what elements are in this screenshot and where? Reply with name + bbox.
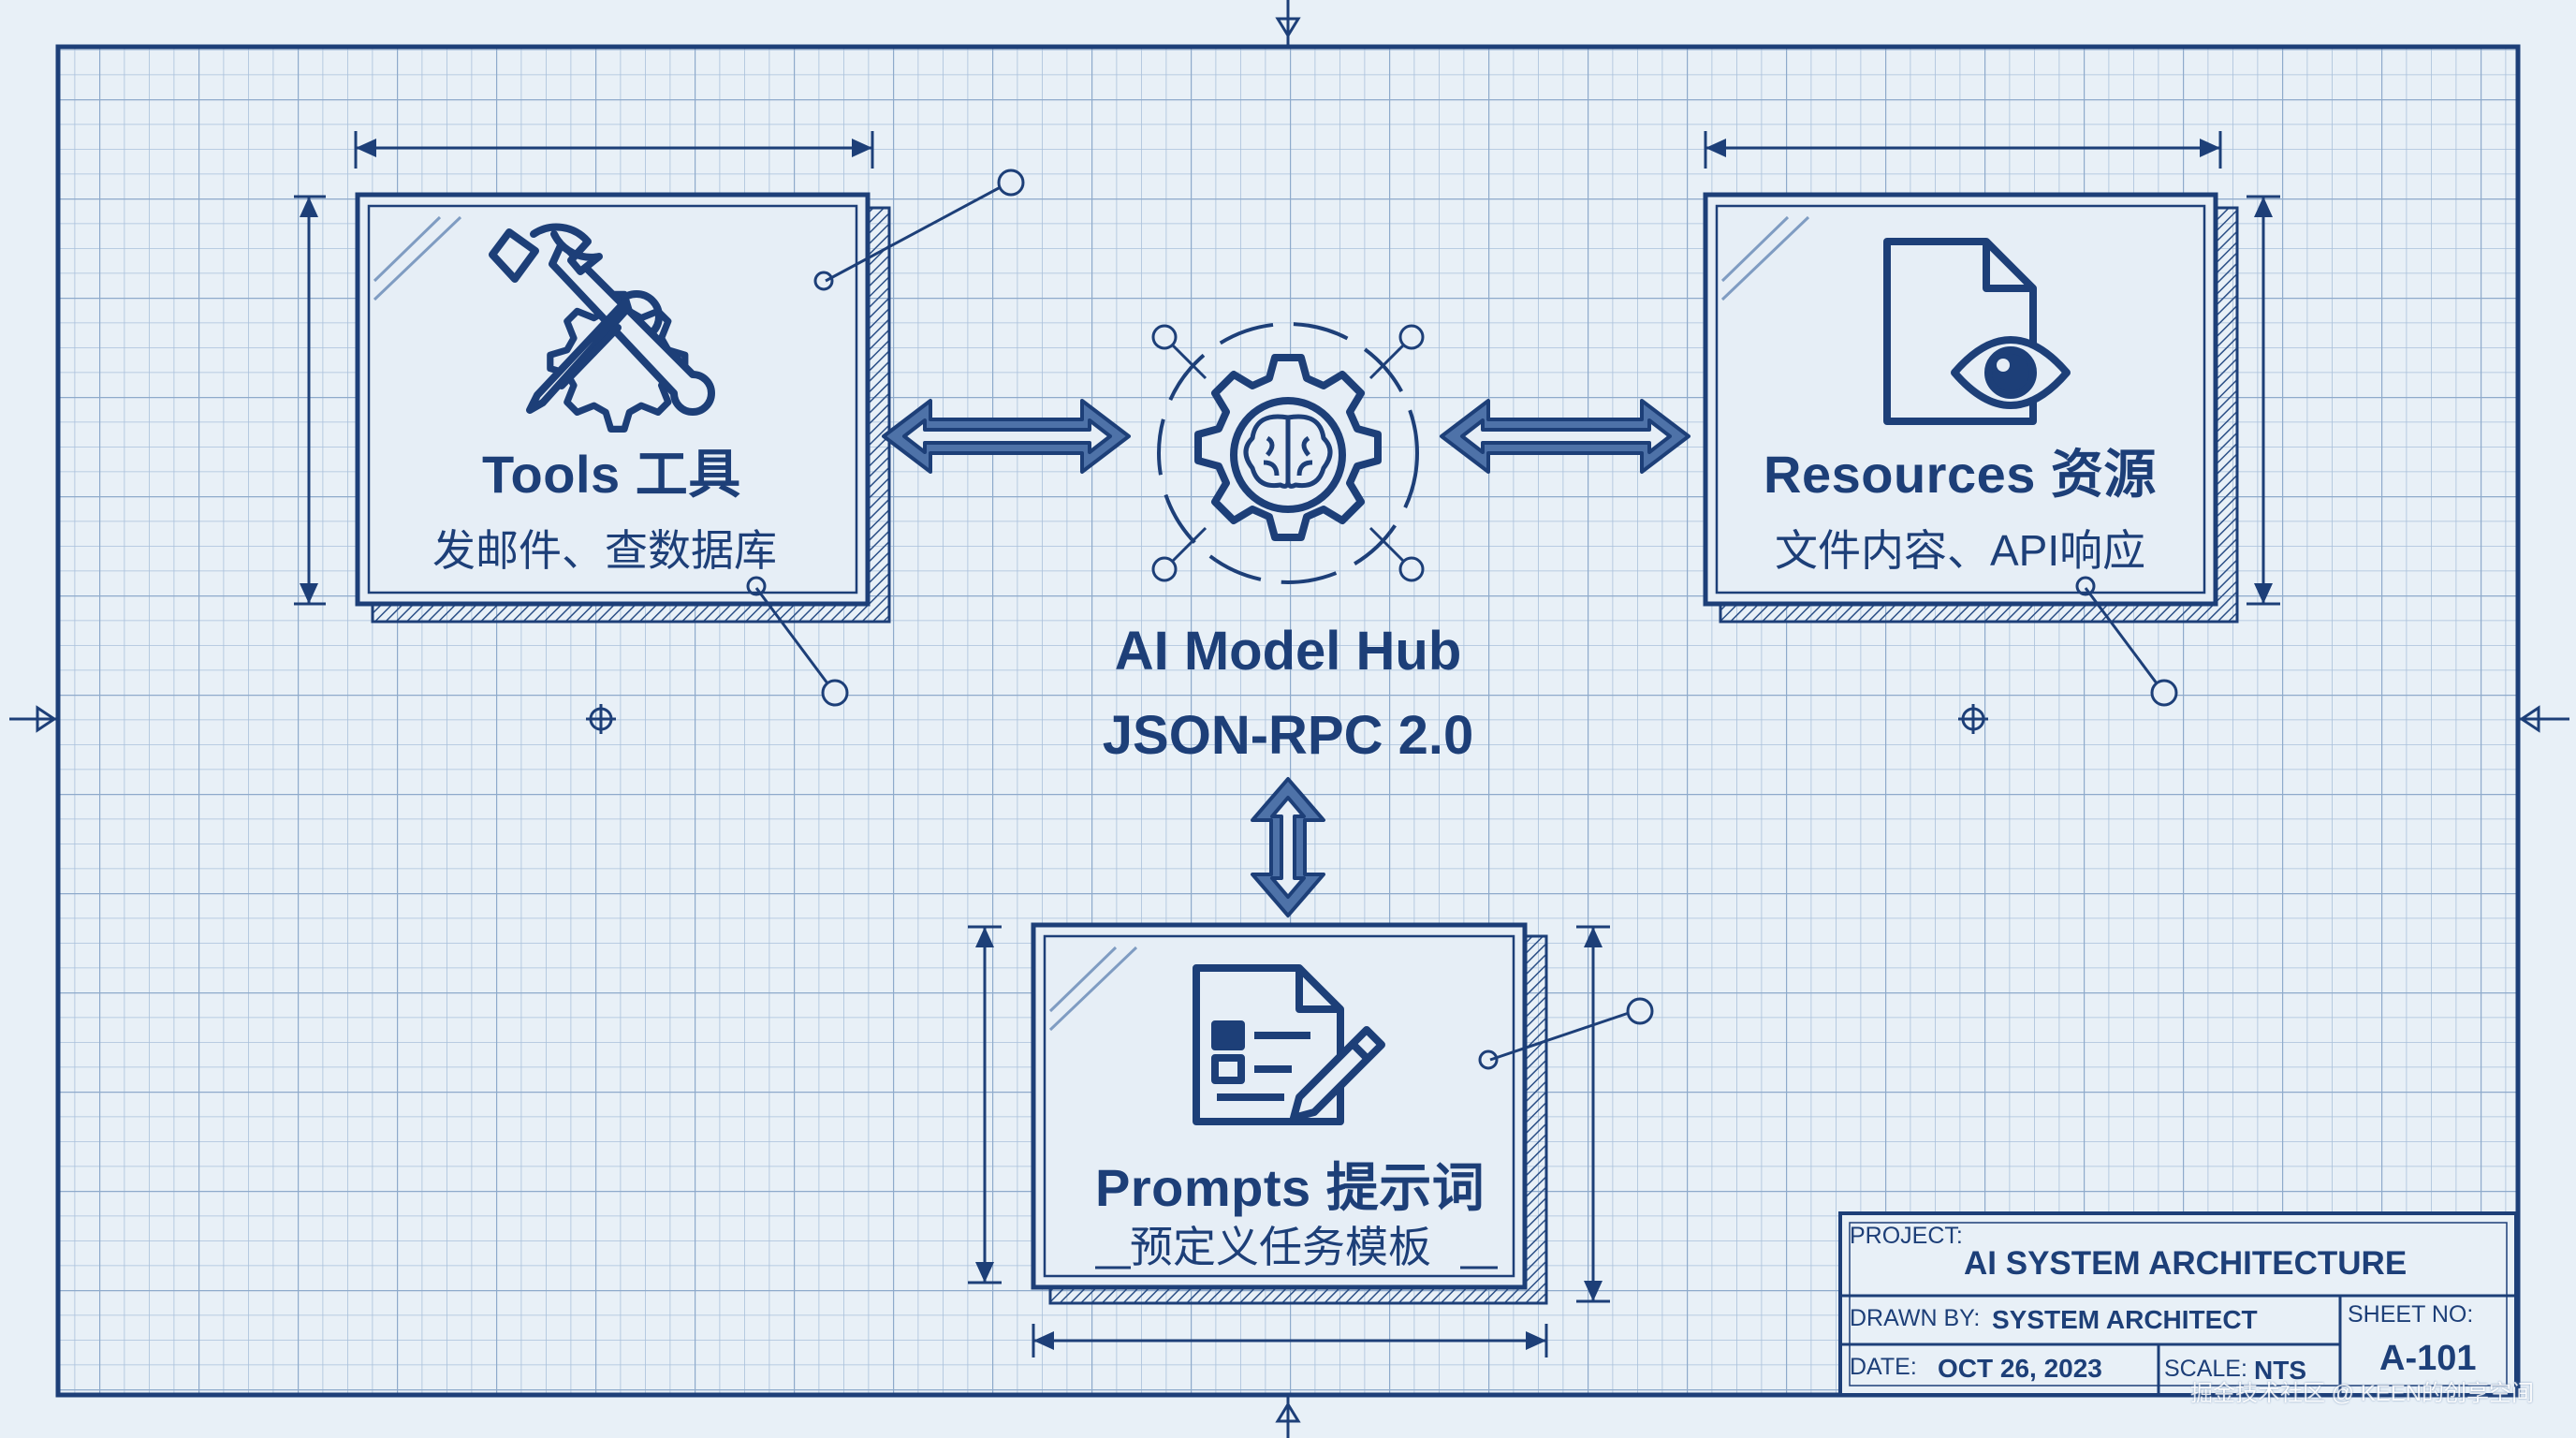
resources-title: Resources 资源 (1764, 445, 2157, 504)
wrench-gear-icon (489, 223, 715, 433)
project-value: AI SYSTEM ARCHITECTURE (1964, 1245, 2408, 1282)
sheet-label: SHEET NO: (2348, 1301, 2474, 1328)
date-label: DATE: (1850, 1354, 1917, 1380)
tools-title: Tools 工具 (482, 445, 741, 504)
drawn-by-value: SYSTEM ARCHITECT (1992, 1305, 2258, 1334)
title-block (1838, 1211, 2518, 1397)
watermark: 掘金技术社区 @ KEEN的创享空间 (2190, 1381, 2535, 1406)
resources-subtitle: 文件内容、API响应 (1775, 526, 2146, 575)
date-value: OCT 26, 2023 (1938, 1354, 2102, 1383)
sheet-value: A-101 (2379, 1339, 2477, 1378)
prompts-subtitle: 预定义任务模板 (1130, 1223, 1431, 1271)
scale-value: NTS (2254, 1356, 2306, 1385)
registration-marks (9, 0, 2569, 1438)
hub-prompts-connector (1251, 777, 1325, 917)
prompts-title: Prompts 提示词 (1095, 1158, 1486, 1217)
scale-label: SCALE: (2164, 1356, 2247, 1382)
tools-hub-connector (882, 399, 1131, 474)
form-pencil-icon (1193, 964, 1385, 1125)
hub-resources-connector (1440, 399, 1690, 474)
tools-subtitle: 发邮件、查数据库 (432, 526, 777, 575)
drawn-by-label: DRAWN BY: (1850, 1305, 1981, 1331)
hub-title: AI Model Hub (1114, 621, 1462, 682)
tools-box (294, 131, 1025, 707)
project-label: PROJECT: (1850, 1223, 1963, 1249)
hub-protocol: JSON-RPC 2.0 (1102, 705, 1474, 766)
brain-gear-icon (1151, 322, 1425, 584)
document-eye-icon (1883, 238, 2071, 425)
